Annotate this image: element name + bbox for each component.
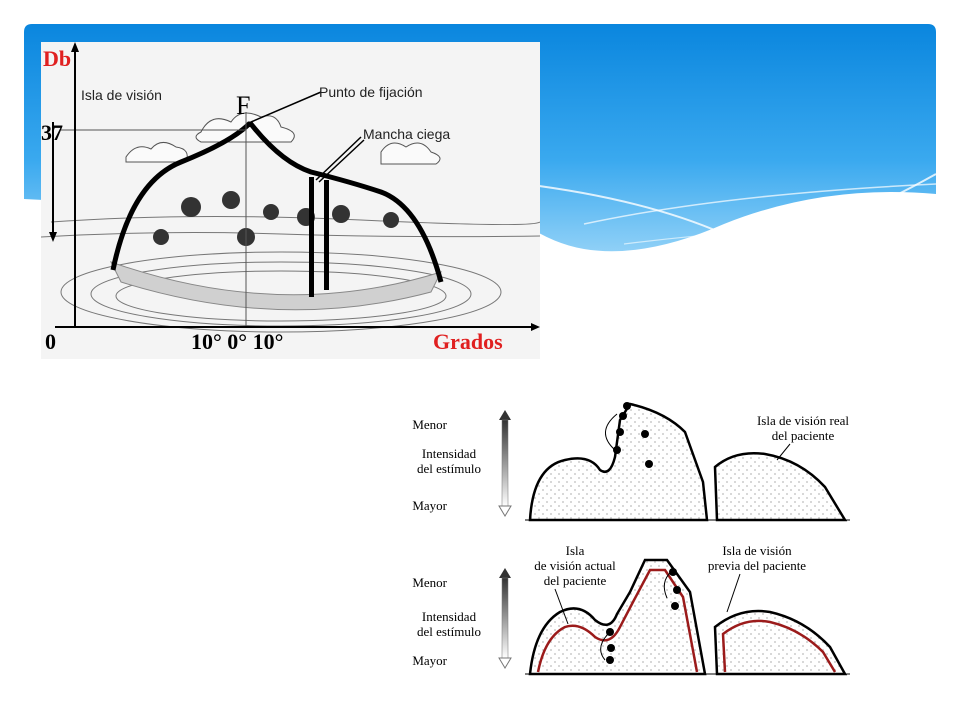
del-estimulo-label: del estímulo <box>417 624 481 639</box>
blind-spot-bar <box>309 177 314 297</box>
bottom-panel: Menor Intensidad del estímulo Mayor Isla… <box>412 543 850 676</box>
top-panel: Menor Intensidad del estímulo Mayor Isla… <box>412 402 850 522</box>
previous-island-right-red <box>721 619 837 673</box>
intensidad-label: Intensidad <box>422 609 477 624</box>
y-axis-label: Db <box>43 46 71 71</box>
previous-island-left-red <box>536 568 699 673</box>
mancha-ciega-label: Mancha ciega <box>363 126 450 142</box>
menor-label: Menor <box>412 417 447 432</box>
punto-de-fijacion-label: Punto de fijación <box>319 84 423 100</box>
origin-zero: 0 <box>45 329 56 354</box>
actual-island-right <box>713 609 848 676</box>
blind-spot-bar <box>324 180 329 290</box>
real-island-right <box>713 452 848 522</box>
palm-trees <box>153 191 399 246</box>
actual-island-label-2: de visión actual <box>534 558 616 573</box>
intensidad-label: Intensidad <box>422 446 477 461</box>
previous-island-label-2: previa del paciente <box>708 558 806 573</box>
del-estimulo-label: del estímulo <box>417 461 481 476</box>
real-island-label-2: del paciente <box>772 428 835 443</box>
stimulus-points <box>613 402 653 468</box>
island-of-vision-diagram: Db Isla de visión F Punto de fijación Ma… <box>41 42 540 359</box>
fixation-letter-f: F <box>236 91 250 120</box>
mayor-label: Mayor <box>412 498 447 513</box>
perimetry-islands-diagram: Menor Intensidad del estímulo Mayor Isla… <box>412 402 850 676</box>
mayor-label: Mayor <box>412 653 447 668</box>
stimulus-points <box>606 568 681 664</box>
actual-island-label-3: del paciente <box>544 573 607 588</box>
x-axis-label: Grados <box>433 329 503 354</box>
isla-de-vision-label: Isla de visión <box>81 87 162 103</box>
actual-island-left <box>528 558 707 676</box>
island-outline <box>110 121 444 283</box>
real-island-left <box>528 402 709 522</box>
real-island-label-1: Isla de visión real <box>757 413 849 428</box>
x-tick-labels: 10° 0° 10° <box>191 329 283 354</box>
previous-island-label-1: Isla de visión <box>722 543 792 558</box>
y-value-37: 37 <box>41 120 63 145</box>
actual-island-label-1: Isla <box>566 543 585 558</box>
menor-label: Menor <box>412 575 447 590</box>
